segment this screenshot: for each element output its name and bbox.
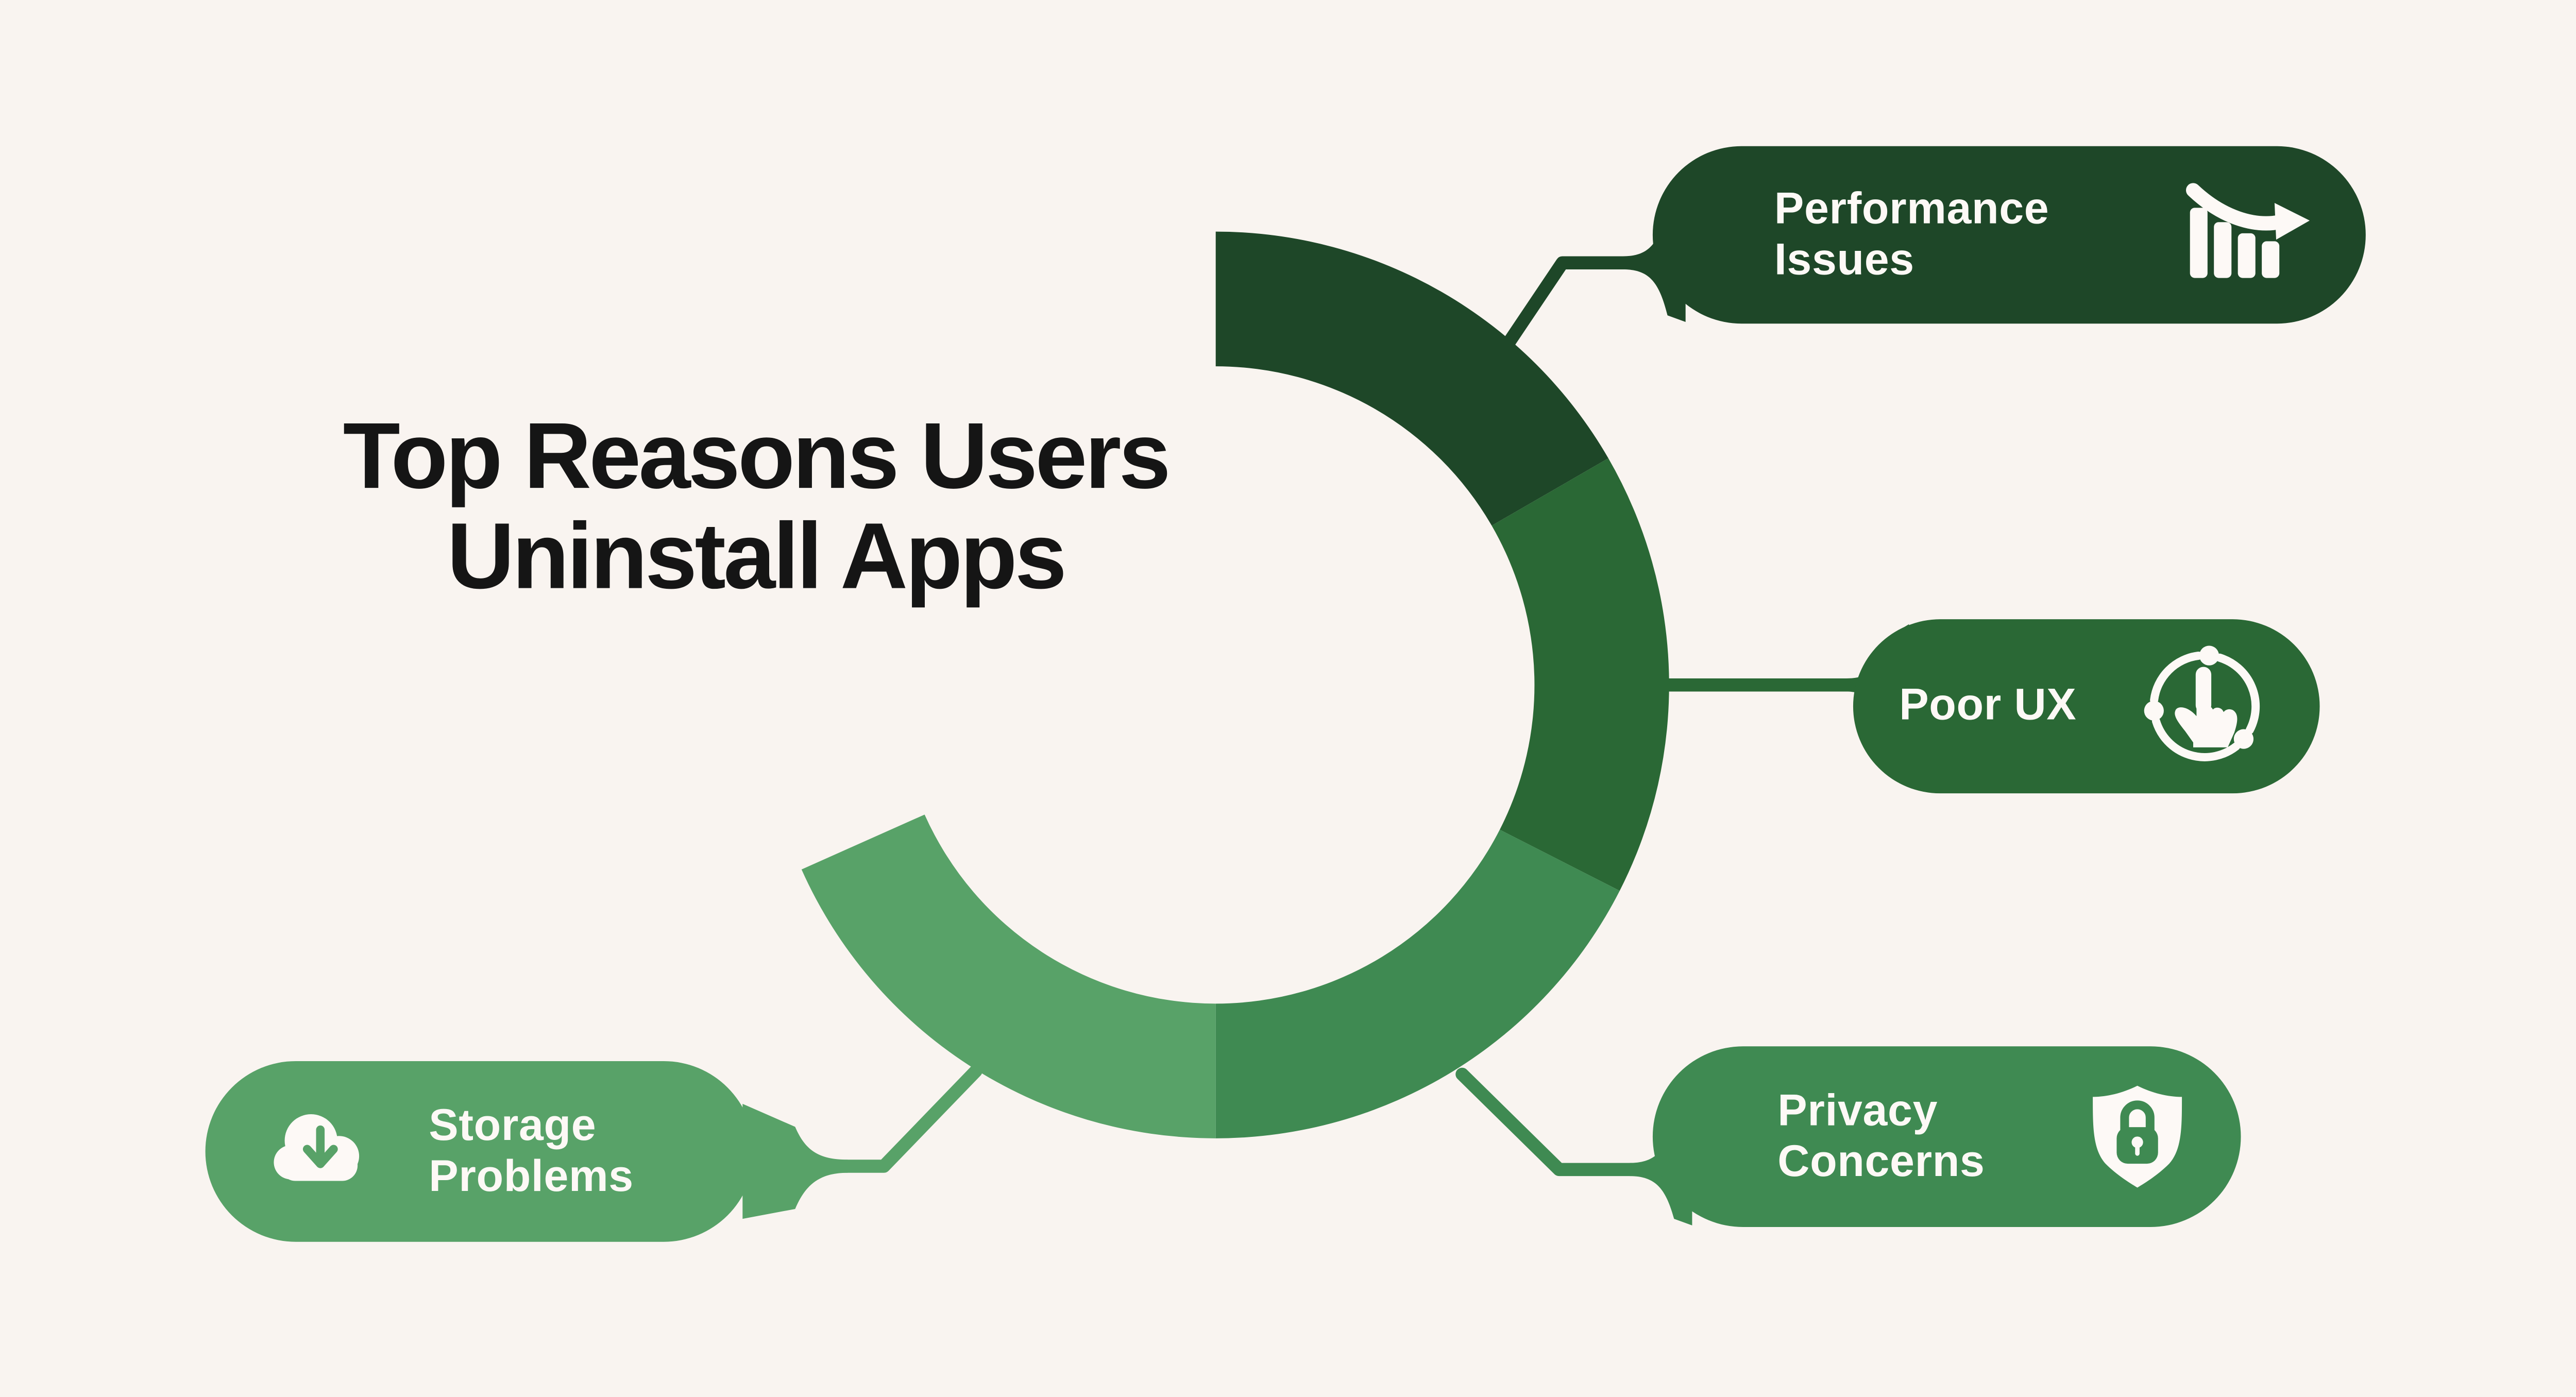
pill-label: Poor UX bbox=[1899, 680, 2077, 730]
connector-storage bbox=[742, 1064, 982, 1219]
pill-label: Privacy Concerns bbox=[1777, 1085, 1985, 1186]
page-title: Top Reasons Users Uninstall Apps bbox=[214, 404, 1298, 609]
infographic-canvas: Top Reasons Users Uninstall Apps Perform… bbox=[205, 146, 2366, 1242]
page-title-line-2: Uninstall Apps bbox=[447, 504, 1067, 609]
arc-segment-performance-issues bbox=[1215, 231, 1608, 526]
label-pill-storage-problems: Storage Problems bbox=[205, 1061, 754, 1242]
pill-label: Storage Problems bbox=[429, 1100, 634, 1201]
shield-lock-icon bbox=[2087, 1081, 2189, 1192]
arc-segment-poor-ux bbox=[1492, 458, 1669, 891]
pill-label: Performance Issues bbox=[1774, 183, 2049, 284]
tap-gesture-icon bbox=[2142, 644, 2267, 769]
label-pill-privacy-concerns: Privacy Concerns bbox=[1652, 1046, 2241, 1228]
arc-segment-storage-problems bbox=[801, 814, 1216, 1138]
page-title-line-1: Top Reasons Users bbox=[343, 404, 1171, 509]
cloud-download-icon bbox=[264, 1105, 376, 1198]
label-pill-poor-ux: Poor UX bbox=[1853, 619, 2320, 794]
declining-bar-chart-icon bbox=[2182, 179, 2313, 291]
arc-segment-privacy-concerns bbox=[1215, 829, 1620, 1138]
donut-arc-segments bbox=[801, 231, 1669, 1138]
label-pill-performance-issues: Performance Issues bbox=[1652, 146, 2366, 324]
